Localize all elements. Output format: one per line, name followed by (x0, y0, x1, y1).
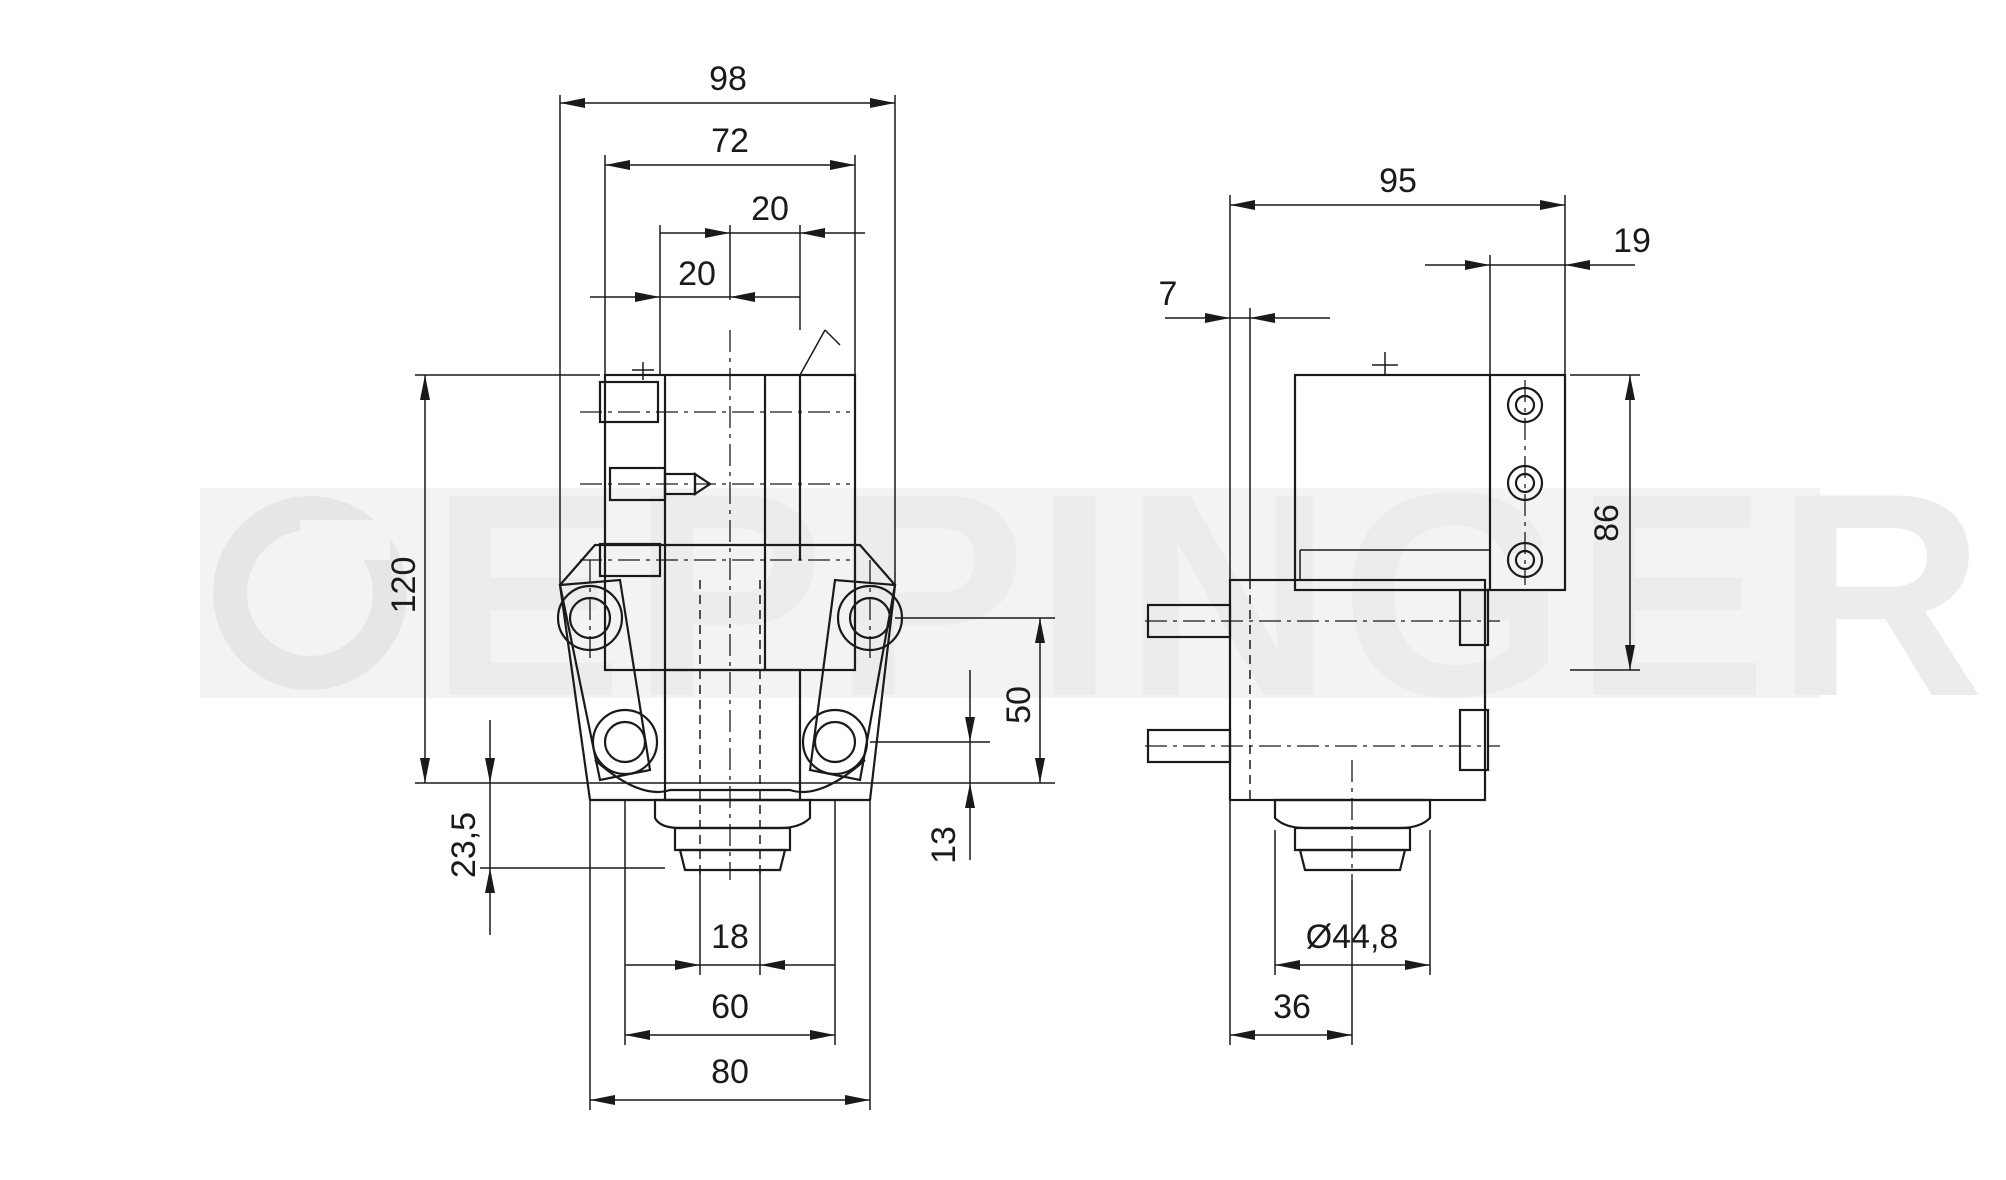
front-view: 98 72 20 20 120 50 23,5 13 18 60 80 (385, 60, 1055, 1110)
screw-bottom-left (591, 708, 659, 776)
dim-80: 80 (711, 1053, 749, 1091)
dim-20-upper: 20 (751, 190, 789, 228)
eppinger-watermark: EPPINGER (200, 433, 1993, 757)
front-tool-shank (653, 798, 812, 872)
dim-98: 98 (709, 60, 747, 98)
dim-20-lower: 20 (678, 255, 716, 293)
dim-120: 120 (385, 557, 423, 614)
dim-50: 50 (1000, 686, 1038, 724)
side-view: 95 19 7 86 Ø44,8 36 (1145, 162, 1651, 1045)
watermark-text: EPPINGER (430, 433, 1993, 757)
dim-86: 86 (1588, 504, 1626, 542)
logo-mark (213, 496, 407, 690)
screw-bottom-right (801, 708, 869, 776)
dim-95: 95 (1379, 162, 1417, 200)
side-tool-shank (1273, 798, 1432, 872)
dim-60: 60 (711, 988, 749, 1026)
dim-72: 72 (711, 122, 749, 160)
dim-diameter-44-8: Ø44,8 (1306, 918, 1399, 956)
dim-7: 7 (1159, 275, 1178, 313)
dim-36: 36 (1273, 988, 1311, 1026)
dim-19: 19 (1613, 222, 1651, 260)
dim-23-5: 23,5 (445, 812, 483, 878)
dim-18: 18 (711, 918, 749, 956)
side-upper-block (1293, 373, 1567, 592)
dim-13: 13 (925, 826, 963, 864)
